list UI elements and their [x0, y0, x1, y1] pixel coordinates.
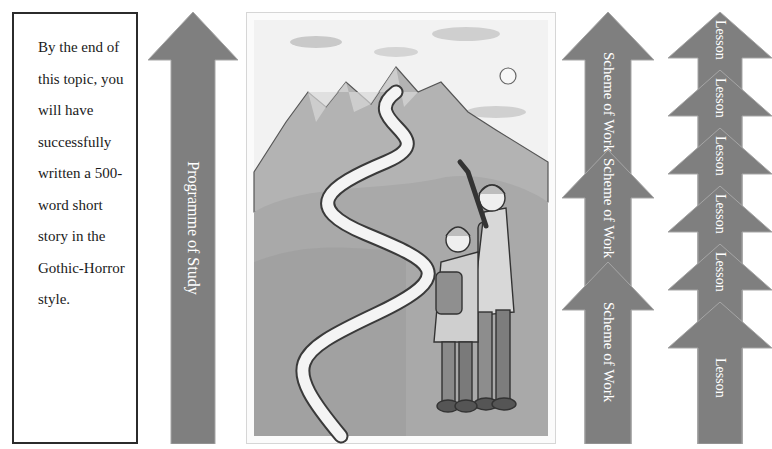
- lesson-arrow: Lesson: [668, 302, 772, 444]
- arrow-label: Lesson: [713, 78, 727, 118]
- arrow-label: Scheme of Work: [601, 302, 616, 402]
- programme-arrow: Programme of Study: [148, 12, 238, 444]
- arrow-label: Programme of Study: [185, 161, 201, 294]
- arrow-label: Scheme of Work: [601, 158, 616, 258]
- arrow-label: Lesson: [713, 358, 727, 398]
- hikers-illustration: [246, 12, 556, 444]
- objective-text: By the end of this topic, you will have …: [38, 32, 130, 316]
- arrow-label: Scheme of Work: [601, 52, 616, 152]
- arrow-label: Lesson: [713, 252, 727, 292]
- objective-box: By the end of this topic, you will have …: [12, 12, 138, 444]
- arrow-label: Lesson: [713, 136, 727, 176]
- arrow-label: Lesson: [713, 20, 727, 60]
- arrow-label: Lesson: [713, 194, 727, 234]
- scheme-arrow: Scheme of Work: [562, 262, 654, 444]
